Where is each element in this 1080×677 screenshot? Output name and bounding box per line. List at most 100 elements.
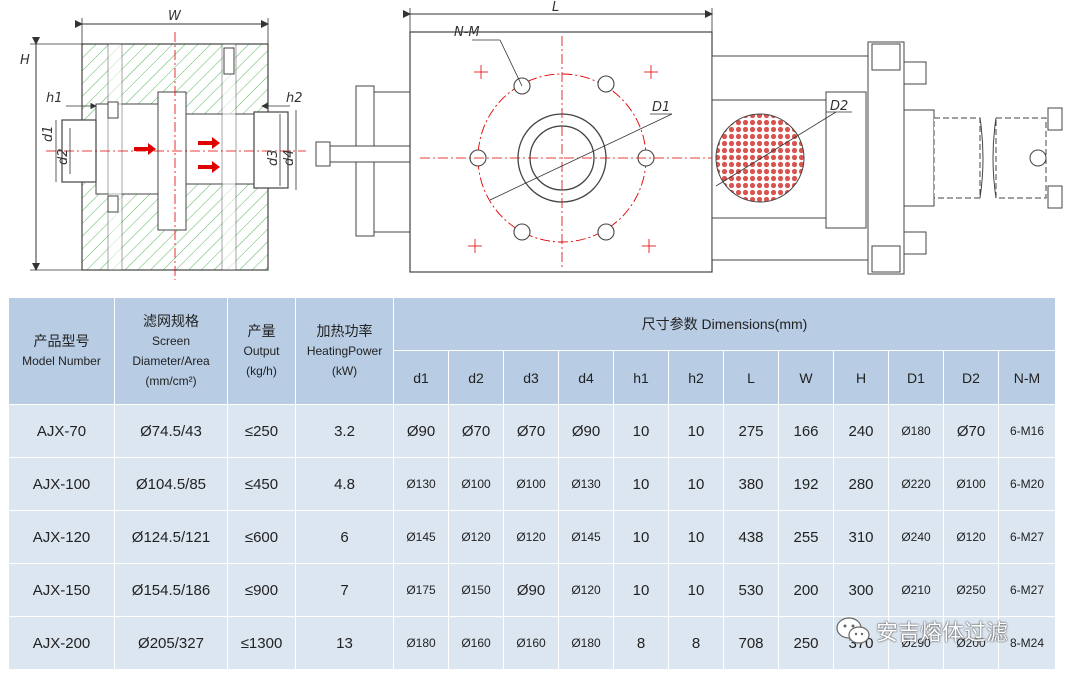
- header-output-en: Output: [243, 344, 280, 358]
- cell-dim-w: 250: [778, 616, 834, 670]
- label-h1: h1: [46, 91, 63, 106]
- header-heating-cn: 加热功率: [316, 323, 373, 339]
- cell-dim-l: 275: [723, 404, 779, 458]
- header-dim-d4: d4: [558, 350, 614, 405]
- header-screen: 滤网规格 Screen Diameter/Area (mm/cm²): [114, 297, 228, 405]
- header-dim-h: H: [833, 350, 889, 405]
- cell-heating: 4.8: [295, 457, 394, 511]
- cell-dim-l: 438: [723, 510, 779, 564]
- cell-dim-w: 192: [778, 457, 834, 511]
- cell-dim-n-m: 6-M16: [998, 404, 1056, 458]
- cell-dim-d1: Ø240: [888, 510, 944, 564]
- cell-dim-d4: Ø120: [558, 563, 614, 617]
- cell-dim-d3: Ø100: [503, 457, 559, 511]
- cell-dim-d3: Ø90: [503, 563, 559, 617]
- header-model-en: Model Number: [22, 354, 101, 368]
- cell-dim-h1: 10: [613, 563, 669, 617]
- cell-dim-h: 280: [833, 457, 889, 511]
- cell-dim-h: 240: [833, 404, 889, 458]
- cell-screen: Ø74.5/43: [114, 404, 228, 458]
- header-dim-d1: D1: [888, 350, 944, 405]
- label-D1: D1: [652, 100, 670, 115]
- label-W: W: [168, 9, 182, 24]
- cell-dim-h1: 10: [613, 457, 669, 511]
- cell-output: ≤250: [227, 404, 296, 458]
- header-dim-h2: h2: [668, 350, 724, 405]
- header-output-unit: (kg/h): [246, 364, 277, 378]
- label-L: L: [552, 0, 559, 15]
- cell-dim-d1: Ø210: [888, 563, 944, 617]
- cell-screen: Ø104.5/85: [114, 457, 228, 511]
- cell-dim-h2: 10: [668, 563, 724, 617]
- cell-dim-d1: Ø180: [393, 616, 449, 670]
- cell-output: ≤450: [227, 457, 296, 511]
- cell-output: ≤900: [227, 563, 296, 617]
- cell-dim-h2: 10: [668, 404, 724, 458]
- label-d1: d1: [41, 125, 56, 142]
- label-d2: d2: [56, 148, 71, 165]
- cell-dim-d1: Ø175: [393, 563, 449, 617]
- spec-table: 产品型号 Model Number 滤网规格 Screen Diameter/A…: [8, 297, 1056, 670]
- cell-dim-d4: Ø90: [558, 404, 614, 458]
- cell-dim-d2: Ø100: [448, 457, 504, 511]
- cell-dim-d1: Ø220: [888, 457, 944, 511]
- cell-dim-d2: Ø160: [448, 616, 504, 670]
- cell-dim-h1: 8: [613, 616, 669, 670]
- cell-dim-l: 708: [723, 616, 779, 670]
- cell-heating: 13: [295, 616, 394, 670]
- cell-model: AJX-70: [8, 404, 115, 458]
- cell-output: ≤600: [227, 510, 296, 564]
- cell-dim-w: 255: [778, 510, 834, 564]
- header-dimensions: 尺寸参数 Dimensions(mm): [393, 297, 1056, 351]
- cell-dim-n-m: 6-M27: [998, 563, 1056, 617]
- label-H: H: [20, 53, 30, 68]
- cell-dim-n-m: 8-M24: [998, 616, 1056, 670]
- cell-dim-d2: Ø200: [943, 616, 999, 670]
- label-d4: d4: [282, 149, 297, 166]
- label-D2: D2: [830, 99, 848, 114]
- header-dim-n-m: N-M: [998, 350, 1056, 405]
- watermark-text: 安吉熔体过滤: [876, 621, 1009, 646]
- cell-dim-d2: Ø250: [943, 563, 999, 617]
- cell-dim-d2: Ø150: [448, 563, 504, 617]
- cell-dim-d2: Ø70: [448, 404, 504, 458]
- cell-dim-d4: Ø130: [558, 457, 614, 511]
- cell-screen: Ø205/327: [114, 616, 228, 670]
- cell-model: AJX-100: [8, 457, 115, 511]
- header-heating-unit: (kW): [331, 364, 358, 378]
- cell-dim-d2: Ø70: [943, 404, 999, 458]
- header-dim-h1: h1: [613, 350, 669, 405]
- cell-dim-l: 530: [723, 563, 779, 617]
- header-dim-d1: d1: [393, 350, 449, 405]
- cell-model: AJX-120: [8, 510, 115, 564]
- header-model: 产品型号 Model Number: [8, 297, 115, 405]
- cell-heating: 6: [295, 510, 394, 564]
- header-output-cn: 产量: [247, 323, 276, 339]
- cell-dim-d4: Ø145: [558, 510, 614, 564]
- cell-model: AJX-150: [8, 563, 115, 617]
- cell-dim-h1: 10: [613, 510, 669, 564]
- cell-dim-n-m: 6-M20: [998, 457, 1056, 511]
- cell-dim-d2: Ø120: [943, 510, 999, 564]
- cell-dim-d3: Ø120: [503, 510, 559, 564]
- cell-dim-d3: Ø160: [503, 616, 559, 670]
- label-d3: d3: [266, 149, 281, 166]
- label-N-M: N-M: [454, 25, 480, 40]
- wechat-icon: [836, 617, 870, 644]
- cell-model: AJX-200: [8, 616, 115, 670]
- cell-dim-d1: Ø130: [393, 457, 449, 511]
- cell-dim-w: 166: [778, 404, 834, 458]
- cell-dim-d4: Ø180: [558, 616, 614, 670]
- label-h2: h2: [286, 91, 303, 106]
- cell-screen: Ø154.5/186: [114, 563, 228, 617]
- cell-heating: 7: [295, 563, 394, 617]
- header-screen-en: Screen Diameter/Area: [132, 334, 210, 368]
- cell-dim-d2: Ø100: [943, 457, 999, 511]
- header-heating-en: HeatingPower: [306, 344, 383, 358]
- technical-drawing: W H h1 h2: [20, 0, 1063, 280]
- cell-dim-h2: 10: [668, 510, 724, 564]
- header-dim-w: W: [778, 350, 834, 405]
